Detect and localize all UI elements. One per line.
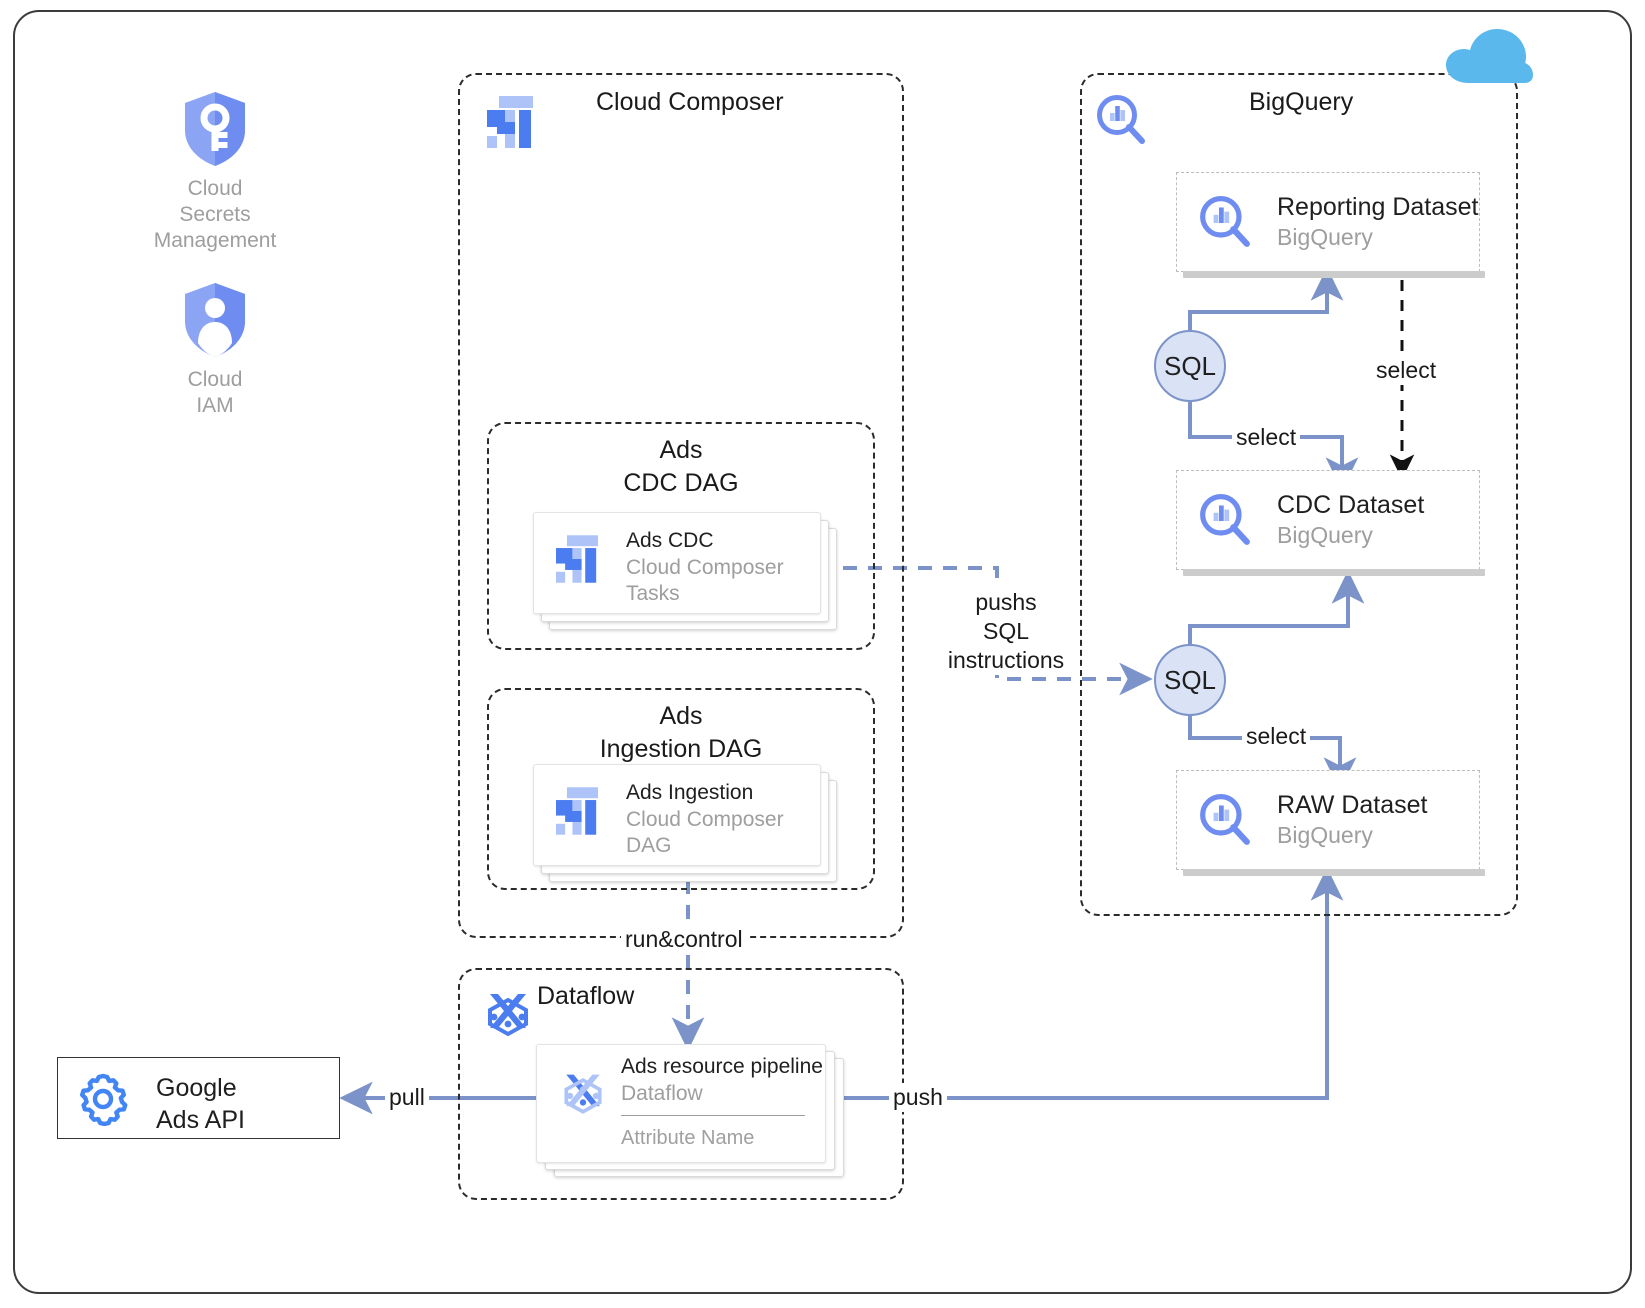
reporting-dataset-title: Reporting Dataset — [1277, 193, 1479, 221]
edge-label-pushs-sql-instructions: pushs SQL instructions — [942, 588, 1070, 675]
cloud-secrets-management-label: Cloud Secrets Management — [150, 176, 280, 254]
subtitle-line-2: DAG — [626, 834, 672, 857]
title-line-1: Ads — [659, 702, 703, 730]
ads-cdc-card-title: Ads CDC — [626, 529, 714, 552]
ads-resource-pipeline-subtitle: Dataflow — [621, 1082, 703, 1105]
reporting-dataset-card[interactable]: Reporting Dataset BigQuery — [1176, 172, 1485, 278]
label-line-2: SQL — [982, 618, 1030, 644]
subtitle-line-1: Cloud Composer — [626, 808, 784, 831]
label-line-2: Management — [153, 229, 277, 252]
group-title-bigquery: BigQuery — [1249, 88, 1354, 116]
ads-ingestion-card-subtitle: Cloud Composer DAG — [626, 807, 784, 859]
raw-dataset-subtitle: BigQuery — [1277, 822, 1373, 848]
ads-cdc-card[interactable]: Ads CDC Cloud Composer Tasks — [533, 512, 821, 614]
bigquery-icon — [1199, 493, 1251, 552]
shield-person-icon — [150, 281, 280, 359]
cloud-composer-group-icon — [487, 96, 533, 153]
cloud-secrets-management: Cloud Secrets Management — [150, 90, 280, 254]
ads-resource-pipeline-title: Ads resource pipeline — [621, 1055, 823, 1078]
ads-ingestion-card-title: Ads Ingestion — [626, 781, 754, 804]
ads-ingestion-card[interactable]: Ads Ingestion Cloud Composer DAG — [533, 764, 821, 866]
ads-cdc-card-stack[interactable]: Ads CDC Cloud Composer Tasks — [533, 512, 853, 632]
google-ads-api-label: Google Ads API — [156, 1072, 245, 1136]
ads-ingestion-card-stack[interactable]: Ads Ingestion Cloud Composer DAG — [533, 764, 853, 884]
edge-label-pull: pull — [385, 1083, 429, 1112]
raw-dataset-title: RAW Dataset — [1277, 791, 1428, 819]
edge-label-push: push — [889, 1083, 947, 1112]
subtitle-line-2: Tasks — [626, 582, 680, 605]
cloud-composer-icon — [556, 535, 598, 588]
dataflow-icon — [557, 1069, 609, 1126]
cloud-composer-icon — [556, 787, 598, 840]
ads-cdc-dag-title: Ads CDC DAG — [487, 434, 875, 500]
shield-key-icon — [150, 90, 280, 168]
card-shadow — [1183, 869, 1485, 876]
ads-ingestion-dag-title: Ads Ingestion DAG — [487, 700, 875, 766]
dataflow-group-icon — [480, 988, 536, 1049]
group-title-cloud-composer: Cloud Composer — [596, 88, 784, 116]
subtitle-line-1: Cloud Composer — [626, 556, 784, 579]
cdc-dataset-card[interactable]: CDC Dataset BigQuery — [1176, 470, 1485, 576]
bigquery-icon — [1199, 195, 1251, 254]
bigquery-group-icon — [1096, 94, 1146, 151]
cdc-dataset-subtitle: BigQuery — [1277, 522, 1373, 548]
edge-label-select-reporting-cdc: select — [1372, 356, 1441, 385]
edge-label-select-lower: select — [1242, 722, 1311, 751]
edge-label-select-upper: select — [1232, 423, 1301, 452]
cloud-iam: Cloud IAM — [150, 281, 280, 419]
card-divider — [621, 1115, 805, 1116]
title-line-2: CDC DAG — [623, 469, 739, 497]
card-shadow — [1183, 569, 1485, 576]
label-line-2: Ads API — [156, 1106, 245, 1134]
reporting-dataset-subtitle: BigQuery — [1277, 224, 1373, 250]
google-ads-api-box[interactable]: Google Ads API — [57, 1057, 340, 1139]
title-line-2: Ingestion DAG — [599, 735, 763, 763]
group-bigquery — [1080, 73, 1518, 916]
ads-resource-pipeline-attribute: Attribute Name — [621, 1127, 755, 1149]
edge-label-run-and-control: run&control — [621, 925, 747, 954]
label-line-1: Cloud Secrets — [179, 177, 251, 226]
group-ads-ingestion-dag — [487, 688, 875, 890]
label-line-2: IAM — [196, 394, 234, 417]
bigquery-icon — [1199, 793, 1251, 852]
ads-resource-pipeline-card[interactable]: Ads resource pipeline Dataflow Attribute… — [536, 1044, 826, 1163]
title-line-1: Ads — [659, 436, 703, 464]
cloud-icon — [1443, 26, 1535, 89]
label-line-1: Cloud — [187, 368, 243, 391]
sql-node-lower[interactable]: SQL — [1154, 644, 1226, 716]
ads-cdc-card-subtitle: Cloud Composer Tasks — [626, 555, 784, 607]
cloud-iam-label: Cloud IAM — [150, 367, 280, 419]
raw-dataset-card[interactable]: RAW Dataset BigQuery — [1176, 770, 1485, 876]
label-line-1: pushs — [975, 589, 1037, 615]
group-ads-cdc-dag — [487, 422, 875, 650]
ads-resource-pipeline-card-stack[interactable]: Ads resource pipeline Dataflow Attribute… — [536, 1044, 866, 1189]
group-title-dataflow: Dataflow — [537, 982, 635, 1010]
label-line-1: Google — [156, 1074, 237, 1102]
cdc-dataset-title: CDC Dataset — [1277, 491, 1425, 519]
card-shadow — [1183, 271, 1485, 278]
sql-node-upper[interactable]: SQL — [1154, 330, 1226, 402]
label-line-3: instructions — [947, 647, 1065, 673]
gear-icon — [76, 1072, 130, 1131]
